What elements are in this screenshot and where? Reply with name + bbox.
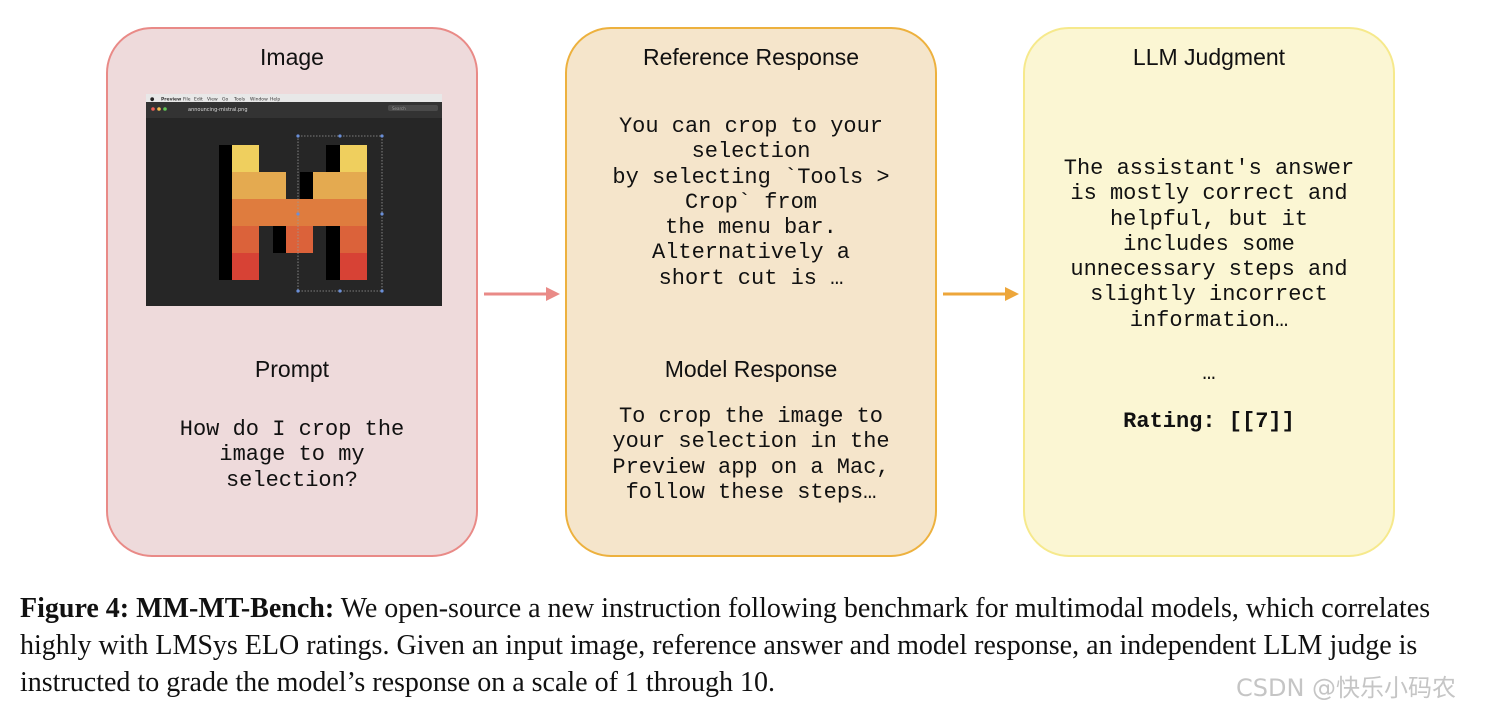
menu-tools: Tools xyxy=(233,97,246,103)
caption-text: We open-source a new instruction followi… xyxy=(20,593,1431,698)
logo-block xyxy=(326,253,340,280)
logo-block xyxy=(219,172,232,199)
minimize-icon xyxy=(157,107,161,111)
judgment-panel: LLM Judgment The assistant's answer is m… xyxy=(1023,27,1395,557)
logo-block xyxy=(286,226,313,253)
menu-go: Go xyxy=(222,97,228,103)
menu-file: File xyxy=(183,97,191,103)
judgment-title: LLM Judgment xyxy=(1132,44,1286,70)
logo-block xyxy=(219,253,232,280)
model-response-title: Model Response xyxy=(664,356,838,382)
search-field xyxy=(388,105,438,111)
response-panel: Reference Response You can crop to your … xyxy=(565,27,937,557)
selection-handles xyxy=(296,134,384,293)
toolbar xyxy=(146,102,442,118)
menu-edit: Edit xyxy=(194,97,203,103)
reference-text: You can crop to your selection by select… xyxy=(612,114,890,291)
caption-bold: MM-MT-Bench: xyxy=(136,593,335,624)
figure-caption: Figure 4: MM-MT-Bench: We open-source a … xyxy=(20,590,1490,701)
rating: Rating: [[7]] xyxy=(1123,409,1295,434)
logo-block xyxy=(313,172,367,199)
logo-block xyxy=(232,145,259,172)
close-icon xyxy=(151,107,155,111)
logo-block xyxy=(326,145,340,172)
judgment-text: The assistant's answer is mostly correct… xyxy=(1063,156,1355,333)
prompt-text: How do I crop the image to my selection? xyxy=(179,417,405,493)
search-placeholder: Search xyxy=(392,106,406,111)
model-response-text: To crop the image to your selection in t… xyxy=(612,404,890,505)
arrow-right-icon xyxy=(943,287,1019,301)
logo-block xyxy=(273,226,286,253)
logo-block xyxy=(326,226,340,253)
zoom-icon xyxy=(163,107,167,111)
judgment-ellipsis: … xyxy=(1202,361,1216,386)
menu-help: Help xyxy=(270,97,280,103)
logo-block xyxy=(219,145,232,172)
menu-bar xyxy=(146,94,442,102)
caption-label: Figure 4: xyxy=(20,593,130,624)
image-title: Image xyxy=(260,44,324,70)
logo-block xyxy=(340,253,367,280)
mistral-logo xyxy=(219,145,367,280)
logo-block xyxy=(232,226,259,253)
apple-icon: ● xyxy=(150,97,155,103)
arrow-right-icon xyxy=(484,287,560,301)
logo-block xyxy=(232,199,367,226)
logo-block xyxy=(300,172,313,199)
logo-block xyxy=(340,226,367,253)
reference-title: Reference Response xyxy=(642,44,860,70)
logo-block xyxy=(232,253,259,280)
menu-window: Window xyxy=(250,97,268,103)
filename: announcing-mistral.png xyxy=(188,107,248,113)
logo-block xyxy=(340,145,367,172)
logo-block xyxy=(232,172,286,199)
menu-preview: Preview xyxy=(161,97,181,103)
logo-block xyxy=(219,226,232,253)
menu-view: View xyxy=(207,97,218,103)
watermark: CSDN @快乐小码农 xyxy=(1236,674,1457,702)
prompt-title: Prompt xyxy=(254,356,330,382)
logo-block xyxy=(219,199,232,226)
